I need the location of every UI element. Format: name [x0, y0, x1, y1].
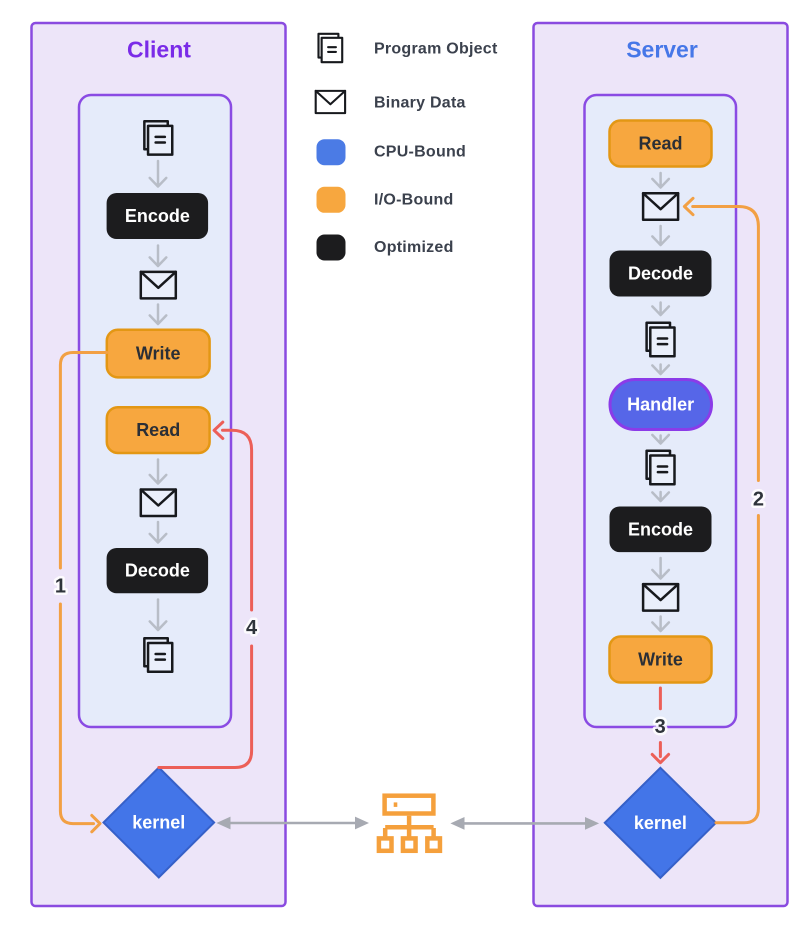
svg-text:4: 4 — [246, 617, 258, 639]
svg-text:Decode: Decode — [125, 561, 190, 581]
svg-text:kernel: kernel — [634, 813, 687, 833]
svg-text:Client: Client — [127, 36, 191, 62]
svg-text:2: 2 — [753, 489, 764, 511]
svg-text:Server: Server — [626, 36, 698, 62]
svg-text:Encode: Encode — [628, 519, 693, 539]
svg-text:Decode: Decode — [628, 264, 693, 284]
svg-text:Encode: Encode — [125, 206, 190, 226]
svg-text:1: 1 — [55, 576, 66, 598]
svg-text:kernel: kernel — [132, 813, 185, 833]
svg-text:Program Object: Program Object — [374, 40, 498, 57]
svg-text:Optimized: Optimized — [374, 239, 454, 256]
svg-text:CPU-Bound: CPU-Bound — [374, 144, 466, 161]
svg-text:Write: Write — [638, 650, 683, 670]
svg-text:Read: Read — [136, 420, 180, 440]
svg-text:3: 3 — [655, 716, 666, 738]
svg-text:Write: Write — [136, 344, 181, 364]
svg-text:Binary Data: Binary Data — [374, 94, 466, 111]
svg-text:I/O-Bound: I/O-Bound — [374, 191, 454, 208]
svg-text:Handler: Handler — [627, 395, 694, 415]
svg-text:Read: Read — [638, 134, 682, 154]
